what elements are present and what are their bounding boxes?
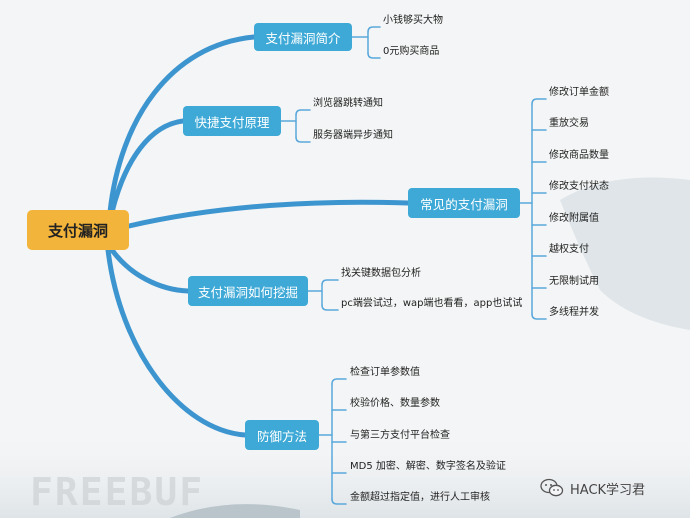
leafedge-defense-top xyxy=(331,378,347,385)
leaf-common-8: 多线程并发 xyxy=(549,307,599,318)
branch-node-discover[interactable]: 支付漏洞如何挖掘 xyxy=(188,276,308,306)
leaf-defense-3: 与第三方支付平台检查 xyxy=(350,430,450,441)
leafedge-principle-bot xyxy=(295,136,311,143)
leafedge-intro-top xyxy=(367,26,381,33)
leaf-common-5: 修改附属值 xyxy=(549,213,599,224)
leaf-defense-2: 校验价格、数量参数 xyxy=(350,398,440,409)
leaf-common-3: 修改商品数量 xyxy=(549,150,609,161)
leaf-principle-1: 浏览器跳转通知 xyxy=(313,98,383,109)
edge-root-defense xyxy=(105,247,248,438)
leaf-common-7: 无限制试用 xyxy=(549,276,599,287)
leafedge-intro-bot xyxy=(367,52,381,59)
brand-badge: HACK学习君 xyxy=(540,478,645,498)
edge-root-principle xyxy=(109,118,186,215)
leaf-common-2: 重放交易 xyxy=(549,118,589,129)
leafedge-discover-top xyxy=(321,279,339,286)
leafedge-common-top xyxy=(531,98,547,105)
edge-root-discover xyxy=(109,247,191,294)
root-node[interactable]: 支付漏洞 xyxy=(27,210,129,250)
leaf-discover-2: pc端尝试过，wap端也看看，app也试试 xyxy=(341,298,523,309)
freebuf-watermark: FREEBUF xyxy=(30,470,205,514)
branch-node-principle[interactable]: 快捷支付原理 xyxy=(183,106,281,136)
leaf-intro-2: 0元购买商品 xyxy=(383,46,440,57)
leafedge-discover-bot xyxy=(321,304,339,311)
leafedge-principle-top xyxy=(295,109,311,116)
leaf-defense-5: 金额超过指定值，进行人工审核 xyxy=(350,492,490,503)
wechat-icon xyxy=(540,478,564,497)
leaf-intro-1: 小钱够买大物 xyxy=(383,15,443,26)
leaf-defense-1: 检查订单参数值 xyxy=(350,367,420,378)
leaf-defense-4: MD5 加密、解密、数字签名及验证 xyxy=(350,461,506,472)
leafedge-common-bot xyxy=(531,313,547,320)
leafedge-defense-bot xyxy=(331,498,347,505)
leaf-common-6: 越权支付 xyxy=(549,244,589,255)
brand-label: HACK学习君 xyxy=(570,482,646,498)
edge-root-common xyxy=(126,199,411,229)
leaf-discover-1: 找关键数据包分析 xyxy=(341,268,421,279)
branch-node-common[interactable]: 常见的支付漏洞 xyxy=(408,188,520,218)
leaf-common-1: 修改订单金额 xyxy=(549,87,609,98)
leaf-principle-2: 服务器端异步通知 xyxy=(313,130,393,141)
branch-node-defense[interactable]: 防御方法 xyxy=(245,420,319,450)
branch-node-intro[interactable]: 支付漏洞简介 xyxy=(254,23,352,51)
edge-root-intro xyxy=(107,34,257,215)
leaf-common-4: 修改支付状态 xyxy=(549,181,609,192)
